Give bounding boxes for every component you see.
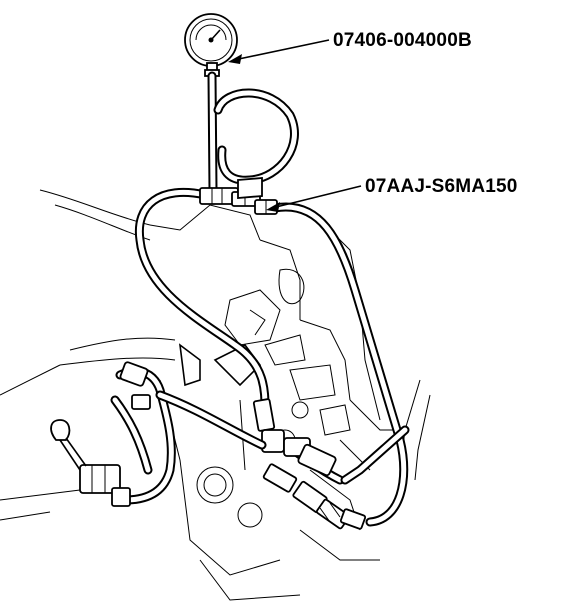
main-hose: [134, 187, 410, 527]
engine-block-outline: [0, 189, 431, 601]
coiled-hose-loop: [213, 88, 299, 185]
gauge-part-number-label: 07406-004000B: [333, 30, 472, 51]
left-fuel-line: [50, 361, 267, 507]
hose-adapter-part-number-label: 07AAJ-S6MA150: [365, 176, 518, 197]
leader-arrow: [228, 39, 362, 212]
lower-fittings: [252, 398, 367, 530]
pressure-gauge-icon: [184, 13, 238, 77]
gauge-hose: [207, 71, 218, 195]
